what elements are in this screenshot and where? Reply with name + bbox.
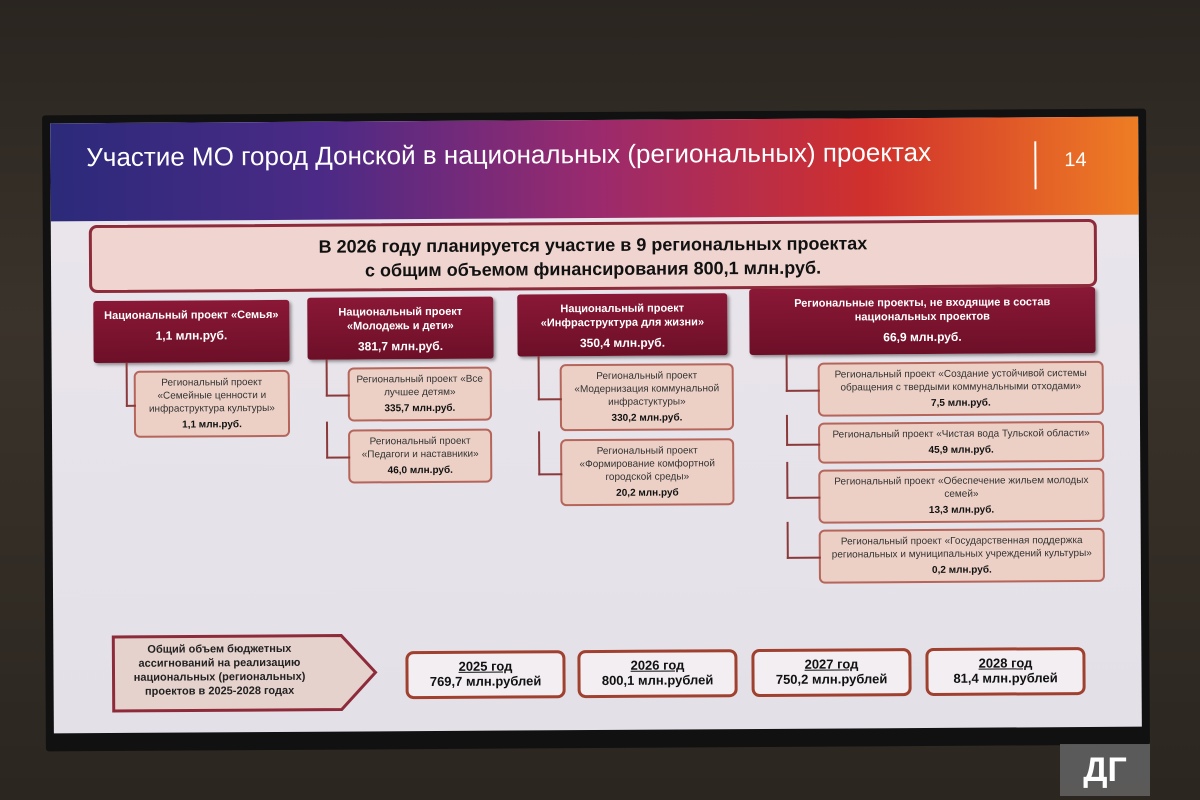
year-label: 2025 год <box>458 658 513 674</box>
year-amount: 750,2 млн.рублей <box>775 671 888 687</box>
regional-amount: 1,1 млн.руб. <box>182 419 242 431</box>
regional-project: Региональный проект «Педагоги и наставни… <box>348 428 493 484</box>
year-amount: 769,7 млн.рублей <box>429 673 542 690</box>
national-title: Национальный проект «Инфраструктура для … <box>540 302 705 330</box>
regional-project: Региональный проект «Государственная под… <box>818 527 1105 584</box>
regional-title: Региональный проект «Государственная под… <box>831 535 1092 561</box>
regional-column-non-national: Региональный проект «Создание устойчивой… <box>817 353 1105 584</box>
regional-title: Региональный проект «Обеспечение жильем … <box>834 474 1089 500</box>
regional-amount: 330,2 млн.руб. <box>611 412 683 424</box>
regional-project: Региональный проект «Чистая вода Тульско… <box>817 420 1105 464</box>
regional-amount: 45,9 млн.руб. <box>928 444 994 456</box>
banner-line-2: с общим объемом финансирования 800,1 млн… <box>364 257 822 281</box>
national-amount: 1,1 млн.руб. <box>155 328 228 343</box>
non-national-regional-projects: Региональные проекты, не входящие в сост… <box>749 286 1096 356</box>
year-amount: 81,4 млн.рублей <box>953 670 1058 686</box>
regional-project: Региональный проект «Семейные ценности и… <box>133 369 291 438</box>
national-amount: 350,4 млн.руб. <box>579 335 666 351</box>
regional-amount: 7,5 млн.руб. <box>930 397 991 409</box>
regional-project: Региональный проект «Создание устойчивой… <box>817 360 1104 417</box>
slide-title: Участие МО город Донской в национальных … <box>86 136 932 173</box>
national-amount: 66,9 млн.руб. <box>883 329 962 345</box>
budget-arrow-shape <box>111 634 378 713</box>
national-project-semya: Национальный проект «Семья» 1,1 млн.руб. <box>93 299 290 364</box>
regional-amount: 0,2 млн.руб. <box>931 564 992 576</box>
regional-project: Региональный проект «Формирование комфор… <box>560 438 735 507</box>
regional-column-semya: Региональный проект «Семейные ценности и… <box>133 362 291 438</box>
regional-title: Региональный проект «Педагоги и наставни… <box>361 435 479 461</box>
regional-amount: 335,7 млн.руб. <box>384 402 456 415</box>
presentation-slide: Участие МО город Донской в национальных … <box>50 116 1142 734</box>
regional-title: Региональный проект «Создание устойчивой… <box>834 368 1087 394</box>
regional-column-youth: Региональный проект «Все лучшее детям» 33… <box>347 359 493 484</box>
budget-label: Общий объем бюджетных ассигнований на ре… <box>133 642 306 698</box>
regional-title: Региональный проект «Чистая вода Тульско… <box>832 427 1090 441</box>
year-label: 2027 год <box>804 656 859 672</box>
national-title: Национальный проект «Семья» <box>104 308 279 323</box>
year-label: 2026 год <box>630 657 685 673</box>
national-title: Региональные проекты, не входящие в сост… <box>794 296 1051 324</box>
national-project-youth: Национальный проект «Молодежь и дети» 38… <box>307 296 494 360</box>
national-amount: 381,7 млн.руб. <box>357 338 444 354</box>
regional-amount: 20,2 млн.руб <box>616 487 679 499</box>
page-number: 14 <box>1064 148 1087 172</box>
title-divider <box>1034 141 1037 190</box>
watermark-logo: ДГ <box>1060 744 1150 796</box>
regional-title: Региональный проект «Семейные ценности и… <box>148 377 275 415</box>
regional-column-infrastructure: Региональный проект «Модернизация коммун… <box>559 355 735 507</box>
summary-banner: В 2026 году планируется участие в 9 реги… <box>88 218 1098 294</box>
year-amount: 800,1 млн.рублей <box>601 672 714 688</box>
regional-title: Региональный проект «Модернизация коммун… <box>574 370 720 408</box>
regional-project: Региональный проект «Модернизация коммун… <box>559 363 735 432</box>
regional-amount: 46,0 млн.руб. <box>387 464 453 477</box>
year-label: 2028 год <box>978 655 1033 671</box>
regional-project: Региональный проект «Все лучшее детям» 33… <box>347 366 492 422</box>
national-project-infrastructure: Национальный проект «Инфраструктура для … <box>517 293 728 357</box>
regional-amount: 13,3 млн.руб. <box>928 504 995 516</box>
regional-project: Региональный проект «Обеспечение жильем … <box>818 467 1105 524</box>
national-title: Национальный проект «Молодежь и дети» <box>338 305 463 333</box>
regional-title: Региональный проект «Все лучшее детям» <box>356 373 484 399</box>
regional-title: Региональный проект «Формирование комфор… <box>579 445 715 483</box>
